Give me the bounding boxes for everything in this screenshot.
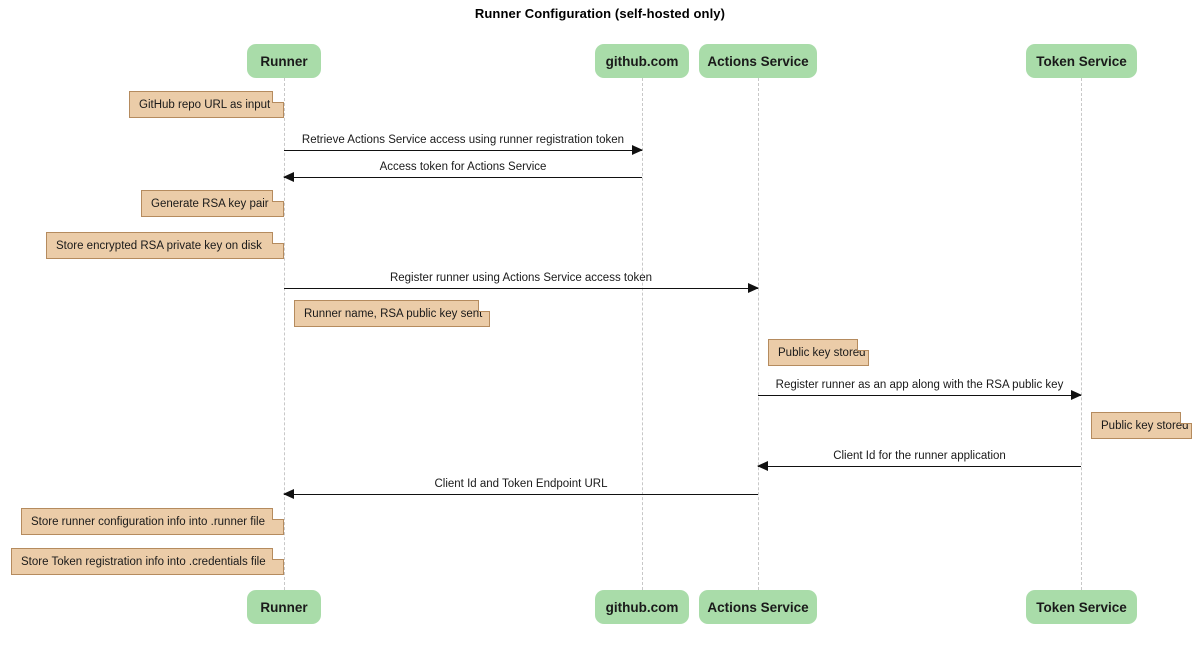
message-line xyxy=(758,466,1081,467)
note-store-runner-configuration: Store runner configuration info into .ru… xyxy=(21,508,284,535)
message-label: Access token for Actions Service xyxy=(379,161,547,173)
note-text: Generate RSA key pair xyxy=(151,197,269,210)
arrowhead-left-icon xyxy=(757,460,768,471)
participant-label: Token Service xyxy=(1036,53,1127,69)
note-text: Public key stored xyxy=(778,346,866,359)
participant-label: github.com xyxy=(605,599,679,615)
participant-label: Token Service xyxy=(1036,599,1127,615)
note-public-key-stored-actions: Public key stored xyxy=(768,339,869,366)
message-line xyxy=(284,288,758,289)
lifeline-actions xyxy=(758,78,759,590)
note-public-key-stored-token: Public key stored xyxy=(1091,412,1192,439)
note-runner-name-rsa-public-key-sent: Runner name, RSA public key sent xyxy=(294,300,490,327)
arrowhead-right-icon xyxy=(632,144,643,155)
participant-label: Runner xyxy=(260,599,308,615)
lifeline-runner xyxy=(284,78,285,590)
participant-label: Actions Service xyxy=(707,53,809,69)
note-store-token-registration: Store Token registration info into .cred… xyxy=(11,548,284,575)
message-line xyxy=(284,177,642,178)
note-text: GitHub repo URL as input xyxy=(139,98,271,111)
arrowhead-left-icon xyxy=(283,171,294,182)
participant-github-bottom[interactable]: github.com xyxy=(595,590,689,624)
message-line xyxy=(284,494,758,495)
arrowhead-left-icon xyxy=(283,488,294,499)
participant-runner-bottom[interactable]: Runner xyxy=(247,590,321,624)
participant-token-bottom[interactable]: Token Service xyxy=(1026,590,1137,624)
note-fold-icon xyxy=(857,339,869,351)
participant-label: Actions Service xyxy=(707,599,809,615)
message-label: Client Id and Token Endpoint URL xyxy=(434,478,608,490)
note-fold-icon xyxy=(272,91,284,103)
participant-label: github.com xyxy=(605,53,679,69)
note-generate-rsa-key-pair: Generate RSA key pair xyxy=(141,190,284,217)
message-line xyxy=(284,150,642,151)
message-label: Register runner as an app along with the… xyxy=(775,379,1064,391)
message-label: Register runner using Actions Service ac… xyxy=(389,272,653,284)
note-store-encrypted-rsa-private-key: Store encrypted RSA private key on disk xyxy=(46,232,284,259)
arrowhead-right-icon xyxy=(1071,389,1082,400)
participant-actions-bottom[interactable]: Actions Service xyxy=(699,590,817,624)
note-text: Store Token registration info into .cred… xyxy=(21,555,266,568)
note-fold-icon xyxy=(1180,412,1192,424)
message-label: Client Id for the runner application xyxy=(833,450,1006,462)
lifeline-github xyxy=(642,78,643,590)
note-fold-icon xyxy=(478,300,490,312)
note-text: Store encrypted RSA private key on disk xyxy=(56,239,262,252)
participant-token-top[interactable]: Token Service xyxy=(1026,44,1137,78)
arrowhead-right-icon xyxy=(748,282,759,293)
note-github-repo-url: GitHub repo URL as input xyxy=(129,91,284,118)
participant-github-top[interactable]: github.com xyxy=(595,44,689,78)
note-text: Runner name, RSA public key sent xyxy=(304,307,483,320)
note-fold-icon xyxy=(272,548,284,560)
note-fold-icon xyxy=(272,190,284,202)
lifeline-token xyxy=(1081,78,1082,590)
note-fold-icon xyxy=(272,508,284,520)
message-label: Retrieve Actions Service access using ru… xyxy=(301,134,625,146)
note-text: Public key stored xyxy=(1101,419,1189,432)
participant-label: Runner xyxy=(260,53,308,69)
note-fold-icon xyxy=(272,232,284,244)
page-title: Runner Configuration (self-hosted only) xyxy=(474,6,726,21)
participant-runner-top[interactable]: Runner xyxy=(247,44,321,78)
participant-actions-top[interactable]: Actions Service xyxy=(699,44,817,78)
message-line xyxy=(758,395,1081,396)
note-text: Store runner configuration info into .ru… xyxy=(31,515,265,528)
